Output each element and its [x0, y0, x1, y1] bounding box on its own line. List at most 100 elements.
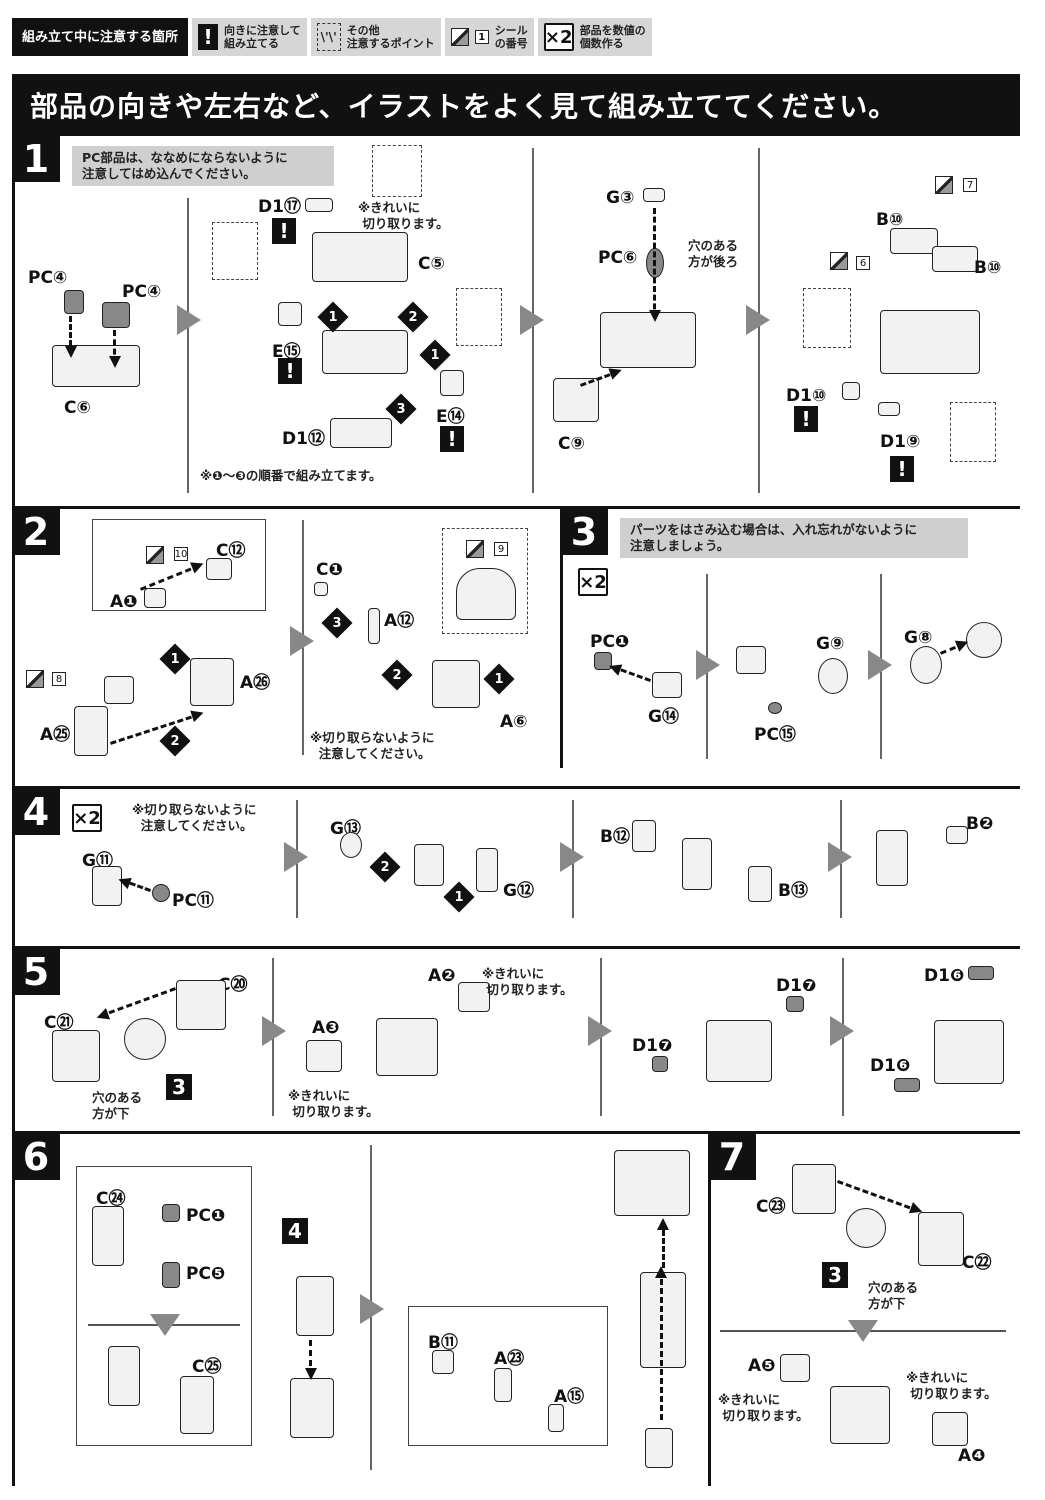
next-arrow	[828, 842, 852, 872]
part-label: A㉓	[494, 1349, 525, 1369]
next-arrow	[360, 1294, 384, 1324]
g11-assembly-illustration	[414, 844, 444, 886]
assembly-arrow	[99, 987, 176, 1018]
order-note: ※❶～❸の順番で組み立てます。	[200, 468, 382, 483]
c23-part-illustration	[792, 1164, 836, 1214]
part-label: A⑥	[500, 712, 528, 732]
next-arrow	[284, 842, 308, 872]
d16-part-illustration	[894, 1078, 920, 1092]
legend-item-other-points: \'\' その他注意するポイント	[310, 18, 441, 56]
next-arrow	[290, 626, 314, 656]
part-label: A❹	[958, 1446, 986, 1466]
g12-part-illustration	[476, 848, 498, 892]
legend-item-seal-number: 1 シールの番号	[444, 18, 534, 56]
g3-part-illustration	[643, 188, 665, 202]
b2-part-illustration	[946, 826, 968, 844]
next-arrow	[150, 1314, 180, 1336]
step-reference: 3	[822, 1262, 848, 1288]
c21-part-illustration	[52, 1030, 100, 1082]
part-label: G⑨	[816, 634, 845, 654]
multiply-icon: ×2	[578, 568, 608, 596]
a12-part-illustration	[368, 608, 380, 644]
b10-part-illustration	[890, 228, 938, 254]
c22-part-illustration	[918, 1212, 964, 1266]
part-label: G⑧	[904, 628, 933, 648]
seal-number-badge: 6	[856, 256, 870, 270]
d117-part-illustration	[305, 198, 333, 212]
detail-callout	[442, 528, 528, 634]
exclamation-icon: !	[794, 406, 818, 432]
e15-part-illustration	[278, 302, 302, 326]
head-assembly-illustration	[432, 660, 480, 708]
assembly-arrow	[113, 330, 116, 364]
detail-callout	[950, 402, 996, 462]
pc5-part-illustration	[162, 1262, 180, 1288]
g14-part-illustration	[652, 672, 682, 698]
a1-part-illustration	[144, 588, 166, 608]
next-arrow	[588, 1016, 612, 1046]
step-number: 6	[12, 1134, 60, 1180]
part-label: A❷	[428, 966, 456, 986]
part-label: C⑥	[64, 398, 91, 418]
d110-part-illustration	[842, 382, 860, 400]
part-label: C⑫	[216, 541, 246, 561]
order-mark: 1	[328, 309, 338, 325]
c20-part-illustration	[176, 980, 226, 1030]
part-label: PC❺	[186, 1264, 226, 1284]
pc15-part-illustration	[768, 702, 782, 714]
part-label: C⑨	[558, 434, 585, 454]
seal-icon	[466, 540, 484, 558]
part-label: G③	[606, 188, 635, 208]
part-label: D1❻	[870, 1056, 911, 1076]
step-number: 5	[12, 949, 60, 995]
c25-part-illustration	[180, 1376, 214, 1434]
step-reference: 4	[282, 1218, 308, 1244]
a15-part-illustration	[548, 1404, 564, 1432]
e14-part-illustration	[440, 370, 464, 396]
part-label: PC❶	[186, 1206, 226, 1226]
part-label: D1⑫	[282, 429, 325, 449]
step-number: 2	[12, 509, 60, 555]
assembly-arrow	[662, 1222, 665, 1268]
a4-part-illustration	[932, 1412, 968, 1446]
assembly-arrow	[940, 642, 966, 655]
assembly-arrow	[309, 1340, 312, 1376]
part-label: A⑮	[554, 1387, 585, 1407]
hole-note: 穴のある方が下	[92, 1090, 143, 1121]
pc11-part-illustration	[152, 884, 170, 902]
a5-part-illustration	[780, 1354, 810, 1382]
order-mark: 1	[494, 671, 504, 687]
g9-part-illustration	[818, 658, 848, 694]
order-mark: 3	[332, 615, 342, 631]
d17-part-illustration	[652, 1056, 668, 1072]
leg-frame-illustration	[108, 1346, 140, 1406]
c1-part-illustration	[314, 582, 328, 596]
next-arrow	[696, 650, 720, 680]
g11-part-illustration	[92, 866, 122, 906]
seal-number-badge: 10	[174, 547, 188, 561]
shoulder-illustration	[934, 1020, 1004, 1084]
assembly-arrow	[660, 1270, 663, 1420]
torso-frame-illustration	[296, 1276, 334, 1336]
legend-item-multiply: ×2 部品を数値の個数作る	[537, 18, 652, 56]
d16-part-illustration	[968, 966, 994, 980]
next-arrow	[746, 305, 770, 335]
assembly-arrow	[121, 878, 152, 892]
exclamation-icon: !	[890, 456, 914, 482]
order-mark: 3	[396, 401, 406, 417]
multiply-icon: ×2	[543, 23, 574, 51]
exclamation-icon: !	[278, 358, 302, 384]
part-label: PC④	[28, 268, 68, 288]
multiply-icon: ×2	[72, 804, 102, 832]
hole-note: 穴のある方が下	[868, 1280, 919, 1311]
a3-part-illustration	[306, 1040, 342, 1072]
b10-part-illustration	[932, 246, 978, 272]
order-mark: 1	[454, 889, 464, 905]
shoulder-joint-illustration	[124, 1018, 166, 1060]
seal-icon	[26, 670, 44, 688]
assembly-arrow	[836, 1180, 919, 1213]
d112-part-illustration	[330, 418, 392, 448]
seal-number-badge: 9	[494, 542, 508, 556]
a25-part-illustration	[74, 706, 108, 756]
seal-number-badge: 1	[474, 30, 489, 44]
